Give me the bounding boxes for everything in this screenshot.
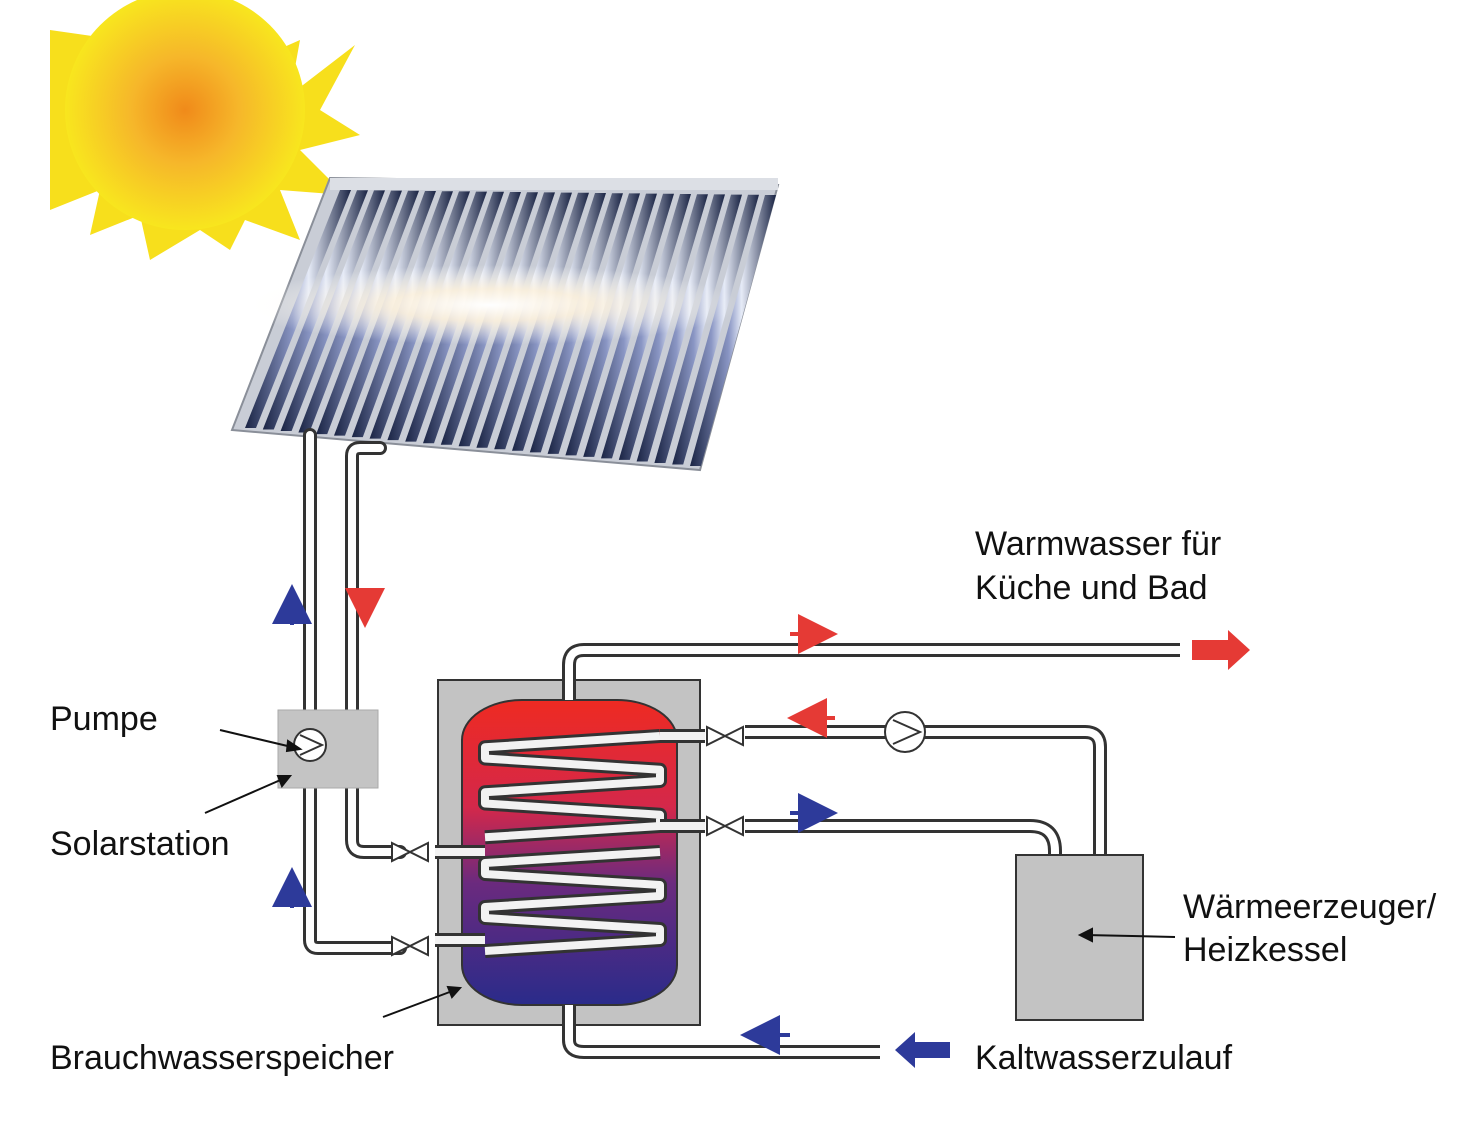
valve-icon	[391, 841, 413, 863]
storage-tank-label: Brauchwasserspeicher	[50, 1039, 394, 1077]
pump-label: Pumpe	[50, 700, 158, 738]
valves	[391, 725, 744, 957]
boiler-pump-icon	[884, 711, 926, 753]
valve-icon	[706, 815, 728, 837]
hot-water-outlet-arrow	[1192, 630, 1250, 670]
solar-flow-arrows	[272, 584, 385, 908]
cold-water-inlet-arrow	[895, 1032, 950, 1068]
valve-icon	[407, 935, 429, 957]
heat-generator-label-line2: Heizkessel	[1183, 931, 1348, 969]
solar-collector	[230, 176, 780, 472]
collector-tube	[672, 194, 759, 465]
pointer-lines	[204, 729, 1176, 1018]
valve-icon	[407, 841, 429, 863]
boiler-unit	[1015, 854, 1144, 1021]
valve-icon	[722, 725, 744, 747]
boiler-circuit-pipes	[745, 725, 1107, 858]
solar-station-label: Solarstation	[50, 825, 230, 863]
collector-tube	[654, 194, 742, 463]
valve-icon	[391, 935, 413, 957]
valve-icon	[706, 725, 728, 747]
warm-water-label-line1: Warmwasser für	[975, 525, 1222, 563]
sun-icon	[50, 0, 360, 260]
heat-generator-label-line1: Wärmeerzeuger/	[1183, 888, 1437, 926]
solar-circuit-pipes	[303, 428, 407, 955]
coil-tube	[481, 848, 664, 955]
warm-water-label-line2: Küche und Bad	[975, 569, 1208, 607]
heat-exchanger-coils	[435, 729, 705, 958]
cold-water-inlet-label: Kaltwasserzulauf	[975, 1039, 1233, 1077]
pump-icon	[293, 728, 327, 762]
valve-icon	[722, 815, 744, 837]
collector-tube	[690, 195, 776, 466]
hot-water-pipe	[562, 643, 1180, 700]
cold-water-pipe	[562, 1005, 880, 1059]
